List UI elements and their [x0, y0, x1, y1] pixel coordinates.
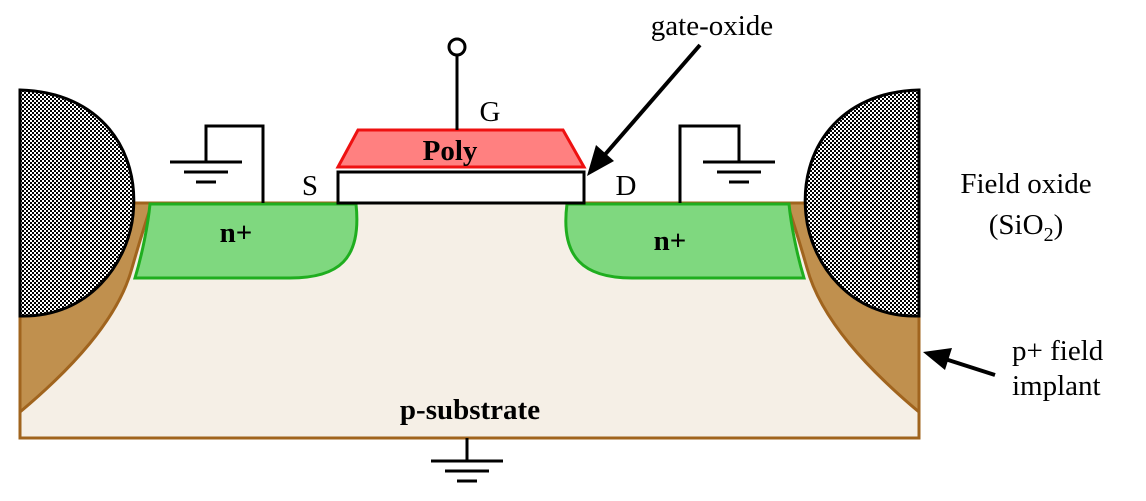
gate-label: G [480, 96, 501, 128]
gate-oxide-arrow-icon [587, 43, 702, 176]
source-wire [204, 124, 265, 203]
n-plus-source-region [132, 202, 359, 280]
field-implant-label: p+ field [1012, 335, 1104, 367]
n-plus-source-label: n+ [220, 217, 253, 249]
field-oxide-label: Field oxide [960, 168, 1091, 200]
field-oxide-formula: (SiO2) [989, 209, 1063, 246]
n-plus-drain-region [564, 202, 807, 280]
poly-gate [335, 128, 587, 169]
source-ground-icon [170, 160, 242, 184]
field-oxide-right [803, 88, 921, 318]
source-label: S [302, 170, 318, 202]
substrate-label: p-substrate [400, 394, 540, 426]
field-implant-arrow-icon [923, 348, 996, 377]
n-plus-drain-label: n+ [654, 225, 687, 257]
drain-ground-icon [703, 160, 775, 184]
substrate-ground-icon [431, 459, 503, 483]
gate-oxide-layer [336, 170, 586, 205]
poly-label: Poly [423, 135, 478, 167]
field-oxide-left [18, 88, 136, 318]
drain-label: D [616, 170, 637, 202]
drain-wire [678, 124, 741, 203]
gate-oxide-label: gate-oxide [651, 10, 773, 42]
gate-terminal-icon [447, 37, 467, 57]
field-implant-label-line2: implant [1012, 370, 1101, 402]
